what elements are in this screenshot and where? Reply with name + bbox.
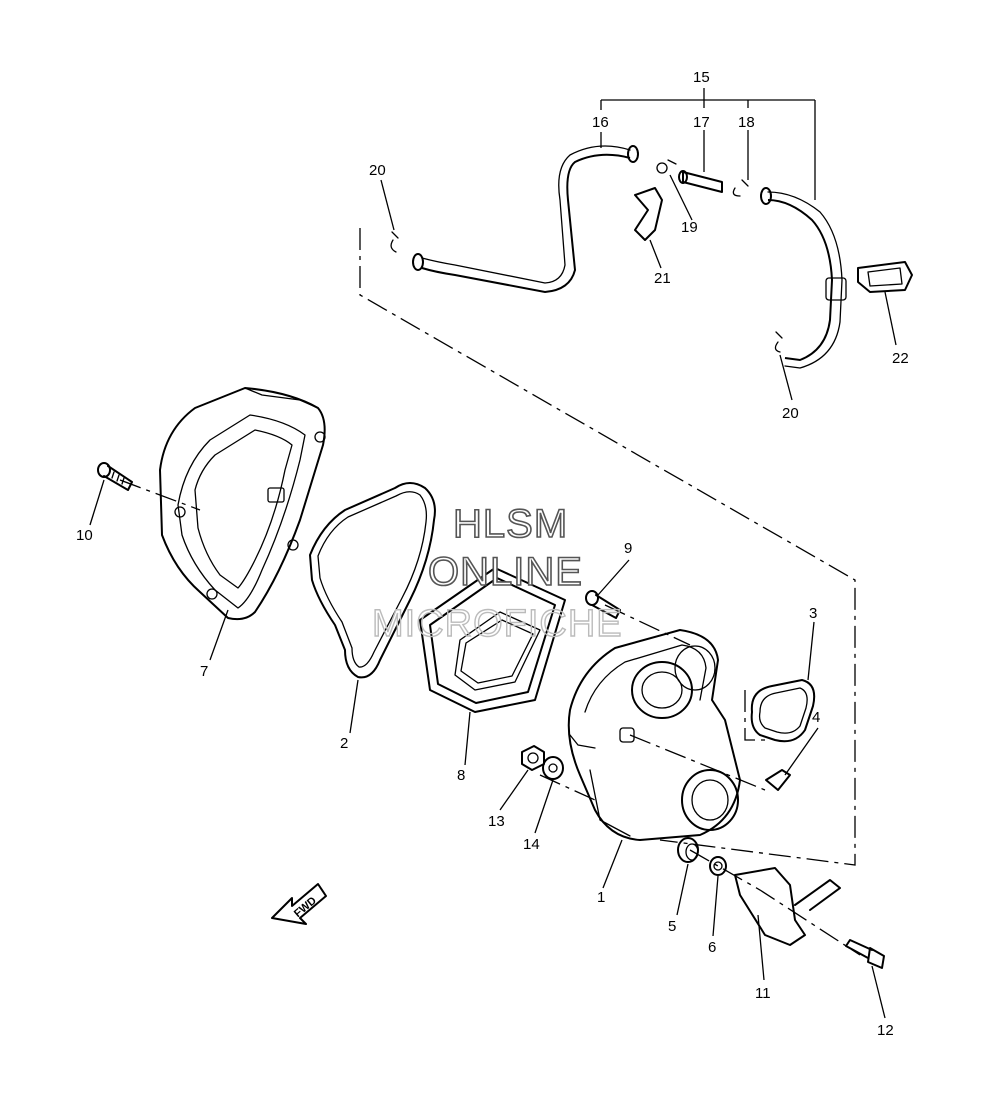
case-part-1 <box>567 629 741 841</box>
callout-4: 4 <box>812 709 820 726</box>
callout-9: 9 <box>624 540 632 557</box>
callout-20-bottom: 20 <box>782 405 799 422</box>
watermark-line-2: ONLINE <box>428 550 583 594</box>
assembly-lines <box>119 228 861 956</box>
callout-13: 13 <box>488 813 505 830</box>
callout-11: 11 <box>755 985 771 1002</box>
forward-direction-arrow: FWD <box>271 883 327 925</box>
case-cover-part-7 <box>159 387 326 621</box>
callout-15: 15 <box>693 69 710 86</box>
grommet-part-5 <box>677 837 699 863</box>
watermark-line-3: MICROFICHE <box>372 603 623 645</box>
callout-19: 19 <box>681 219 698 236</box>
callout-18: 18 <box>738 114 755 131</box>
collar-part-6 <box>709 856 727 876</box>
gasket-part-2 <box>309 482 436 679</box>
leader-lines <box>89 88 897 1019</box>
callout-2: 2 <box>340 735 348 752</box>
hose-assembly <box>390 145 913 369</box>
callout-7: 7 <box>200 663 208 680</box>
callout-20-top: 20 <box>369 162 386 179</box>
callout-labels: 15 16 17 18 20 19 21 22 20 10 9 3 7 4 2 … <box>76 69 909 1039</box>
callout-6: 6 <box>708 939 716 956</box>
watermark-line-1: HLSM <box>453 502 568 546</box>
screw-part-10 <box>97 462 133 491</box>
callout-14: 14 <box>523 836 540 853</box>
callout-12: 12 <box>877 1022 894 1039</box>
fwd-label: FWD <box>292 895 319 920</box>
callout-17: 17 <box>693 114 710 131</box>
callout-21: 21 <box>654 270 671 287</box>
callout-8: 8 <box>457 767 465 784</box>
callout-10: 10 <box>76 527 93 544</box>
callout-22: 22 <box>892 350 909 367</box>
callout-5: 5 <box>668 918 676 935</box>
bolt-part-12 <box>845 939 885 969</box>
bracket-part-11 <box>734 867 841 946</box>
screw-part-9 <box>585 590 621 619</box>
clip-part-4 <box>765 769 791 791</box>
callout-1: 1 <box>597 889 605 906</box>
nut-part-13 <box>521 745 545 771</box>
watermark: HLSM ONLINE MICROFICHE <box>371 501 623 646</box>
washer-part-14 <box>542 756 564 780</box>
o-ring-part-3 <box>750 679 816 743</box>
element-part-8 <box>419 567 566 713</box>
callout-16: 16 <box>592 114 609 131</box>
callout-3: 3 <box>809 605 817 622</box>
